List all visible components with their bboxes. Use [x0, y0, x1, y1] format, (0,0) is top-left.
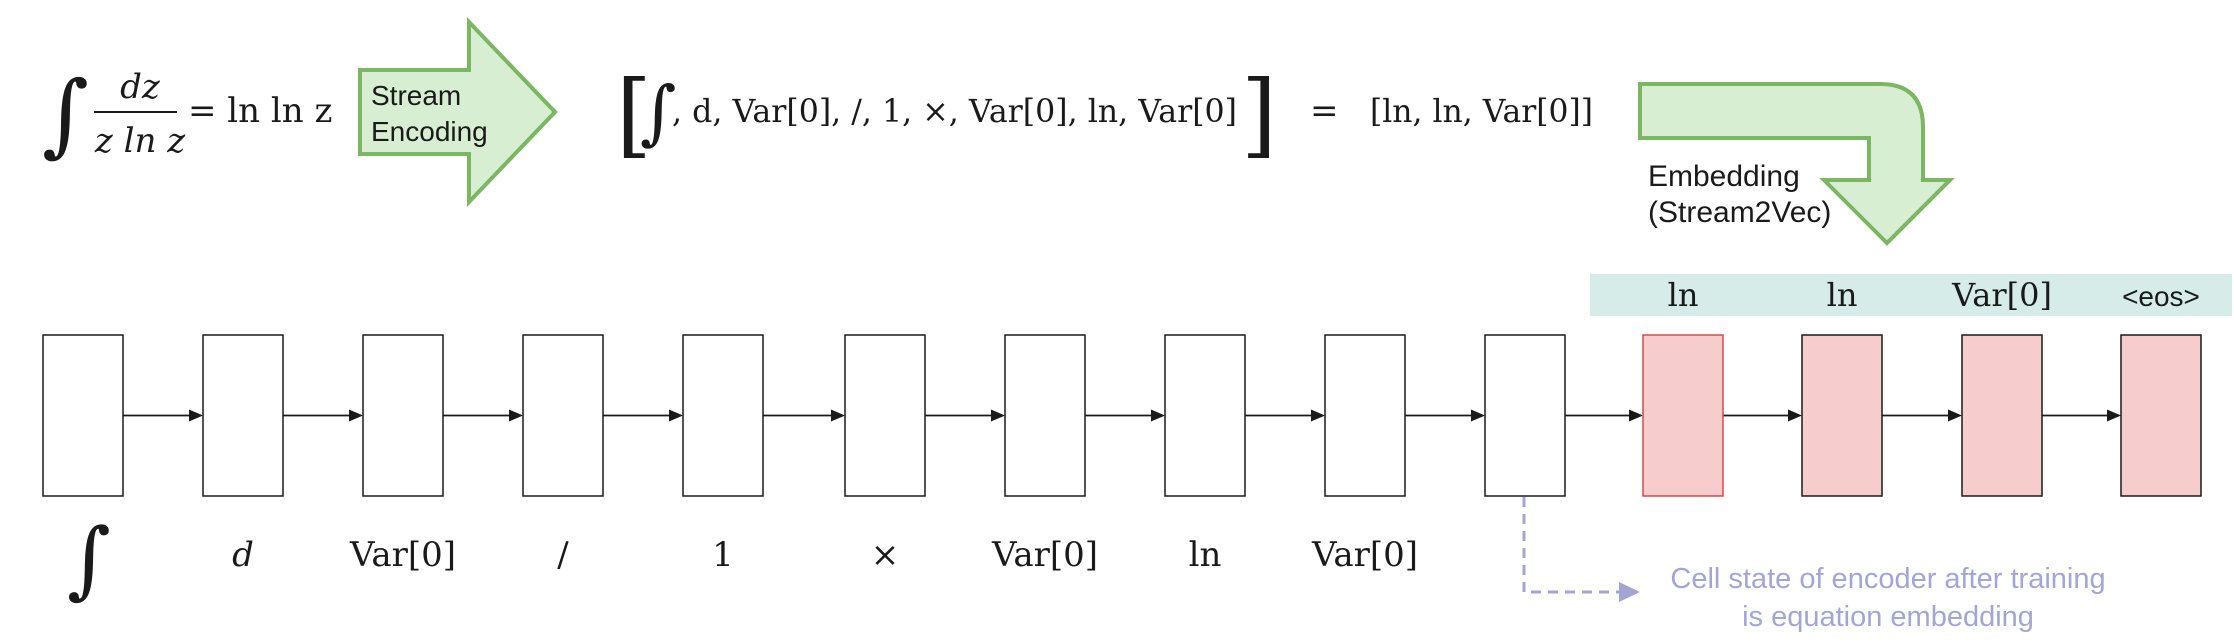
decoder-token-label: Var[0]: [1951, 276, 2052, 314]
encoder-cell: [1004, 334, 1086, 497]
stream-arrow-label-line2: Encoding: [371, 116, 488, 147]
stream-output: [ln, ln, Var[0]]: [1370, 92, 1593, 130]
annotation-line1: Cell state of encoder after training: [1670, 563, 2105, 595]
embedding-arrow-label-line1: Embedding: [1648, 160, 1800, 193]
annotation-dashed-line: [1522, 497, 1622, 594]
encoder-cell: [42, 334, 124, 497]
cell-connector-arrowhead: [1629, 409, 1643, 422]
stream-content: , d, Var[0], /, 1, ×, Var[0], ln, Var[0]: [672, 92, 1237, 130]
decoder-cell: [1642, 334, 1724, 497]
cell-connector-arrowhead: [349, 409, 363, 422]
cell-connector-arrowhead: [2107, 409, 2121, 422]
stream-open-bracket: [: [616, 61, 652, 168]
cell-connector-arrowhead: [991, 409, 1005, 422]
embedding-arrow-shape: [1638, 82, 1955, 246]
encoder-token-label: ln: [1189, 535, 1222, 575]
encoder-cell: [844, 334, 926, 497]
cell-connector-arrowhead: [669, 409, 683, 422]
equation-denominator: z ln z: [94, 121, 186, 161]
equation-rhs: = ln ln z: [188, 91, 332, 131]
source-equation: ∫ dz z ln z = ln ln z: [42, 62, 332, 167]
cell-connector-arrowhead: [509, 409, 523, 422]
encoder-token-label: Var[0]: [1311, 535, 1418, 575]
encoder-token-label: /: [557, 535, 569, 575]
encoder-token-label: Var[0]: [991, 535, 1098, 575]
decoder-cell: [2120, 334, 2202, 497]
decoder-token-label: ln: [1827, 276, 1858, 314]
cell-connector-arrowhead: [1788, 409, 1802, 422]
encoder-cell: [522, 334, 604, 497]
encoder-token-label: Var[0]: [349, 535, 456, 575]
encoder-cell: [202, 334, 284, 497]
embedding-annotation: Cell state of encoder after training is …: [1522, 497, 2106, 633]
encoder-token-label: ∫: [67, 510, 111, 608]
cell-connector-arrowhead: [189, 409, 203, 422]
decoder-token-label: <eos>: [2122, 281, 2200, 312]
encoder-labels: ∫ d Var[0] / 1 × Var[0] ln Var[0]: [67, 510, 1418, 608]
stream-close-bracket: ]: [1241, 61, 1277, 168]
equation-numerator: dz: [120, 67, 161, 107]
stream-arrow-label-line1: Stream: [371, 80, 461, 111]
annotation-line2: is equation embedding: [1742, 601, 2034, 633]
rnn-cells: [42, 334, 2202, 497]
stream-sequence: [ ∫ , d, Var[0], /, 1, ×, Var[0], ln, Va…: [616, 61, 1593, 168]
encoder-cell: [1164, 334, 1246, 497]
stream-arrow-shape: [358, 17, 558, 207]
encoder-token-label: 1: [712, 535, 734, 575]
stream-equals: =: [1310, 91, 1339, 131]
cell-connector-arrowhead: [831, 409, 845, 422]
decoder-cell: [1801, 334, 1883, 497]
decoder-label-band: [1590, 274, 2232, 316]
encoder-cell: [1484, 334, 1566, 497]
encoder-token-label: ×: [871, 535, 900, 575]
stream-integral: ∫: [640, 71, 676, 153]
embedding-arrow: Embedding (Stream2Vec): [1638, 82, 1955, 246]
decoder-token-label: ln: [1668, 276, 1699, 314]
decoder-labels: ln ln Var[0] <eos>: [1668, 276, 2200, 314]
encoder-cell: [682, 334, 764, 497]
encoder-token-label: d: [232, 535, 254, 575]
encoder-cell: [362, 334, 444, 497]
decoder-cell: [1961, 334, 2043, 497]
cell-connector-arrowhead: [1471, 409, 1485, 422]
annotation-arrowhead: [1619, 582, 1640, 602]
cell-connectors: [123, 409, 2121, 422]
embedding-arrow-label-line2: (Stream2Vec): [1648, 196, 1831, 229]
stream-encoding-arrow: Stream Encoding: [358, 17, 558, 207]
cell-connector-arrowhead: [1948, 409, 1962, 422]
cell-connector-arrowhead: [1151, 409, 1165, 422]
cell-connector-arrowhead: [1311, 409, 1325, 422]
integral-sign: ∫: [42, 62, 89, 167]
encoder-cell: [1324, 334, 1406, 497]
